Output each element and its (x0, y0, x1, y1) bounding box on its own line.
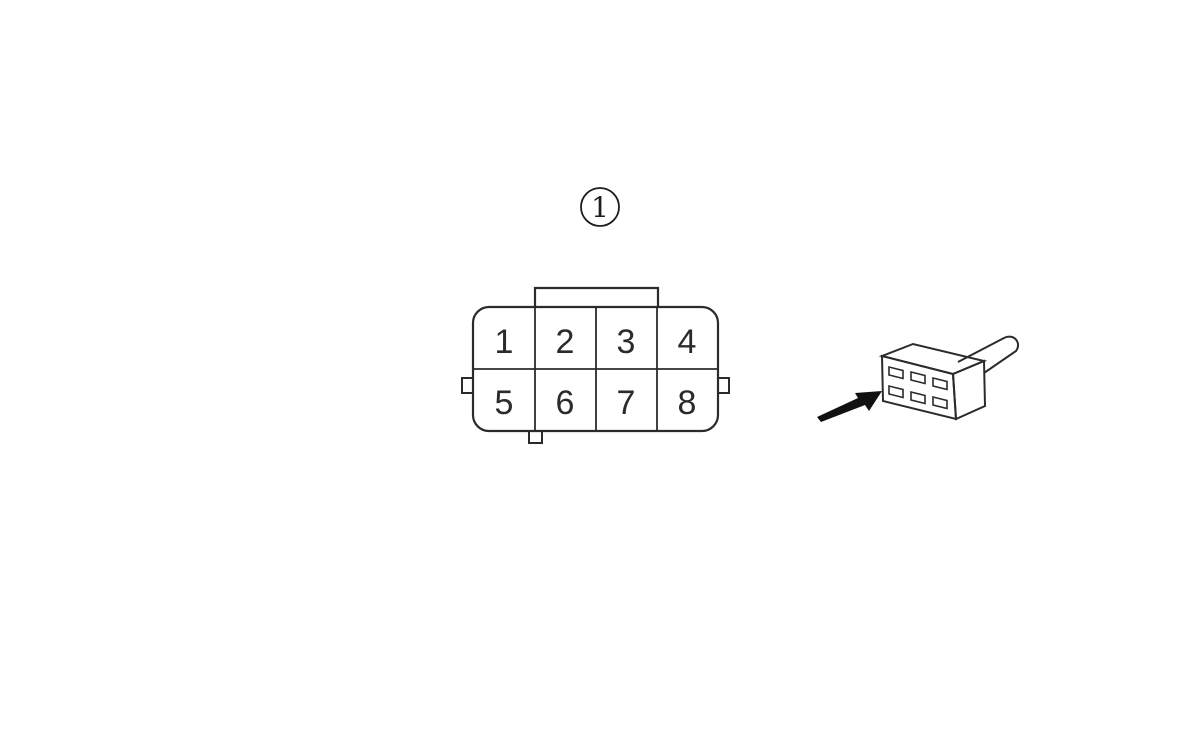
pin-label: 7 (617, 384, 636, 422)
connector-plug-icon (878, 335, 1020, 421)
callout-label: 1 (591, 191, 609, 224)
pin-label: 1 (495, 323, 514, 361)
pin-label: 3 (617, 323, 636, 361)
pin-label: 5 (495, 384, 514, 422)
pin-label: 8 (678, 384, 697, 422)
plug-cavity (932, 377, 948, 391)
connector-tab-left (461, 377, 474, 394)
plug-side-face (951, 359, 987, 421)
callout-marker: 1 (580, 187, 620, 227)
callout-circle-icon (580, 187, 620, 227)
arrow-icon (817, 391, 882, 422)
pin-label: 6 (556, 384, 575, 422)
plug-cavity (932, 396, 948, 410)
connector-latch (533, 286, 660, 308)
plug-cavity (888, 366, 904, 380)
arrow-shape (817, 391, 882, 422)
plug-cavity (910, 391, 926, 405)
pin-label: 2 (556, 323, 575, 361)
pin-label: 4 (678, 323, 697, 361)
connector-face-icon: 1 2 3 4 5 6 7 8 (461, 286, 730, 444)
connector-tab-right (717, 377, 730, 394)
cable (957, 335, 1020, 374)
plug-cavity (888, 385, 904, 399)
connector-key (528, 431, 543, 444)
plug-cavity (910, 371, 926, 385)
